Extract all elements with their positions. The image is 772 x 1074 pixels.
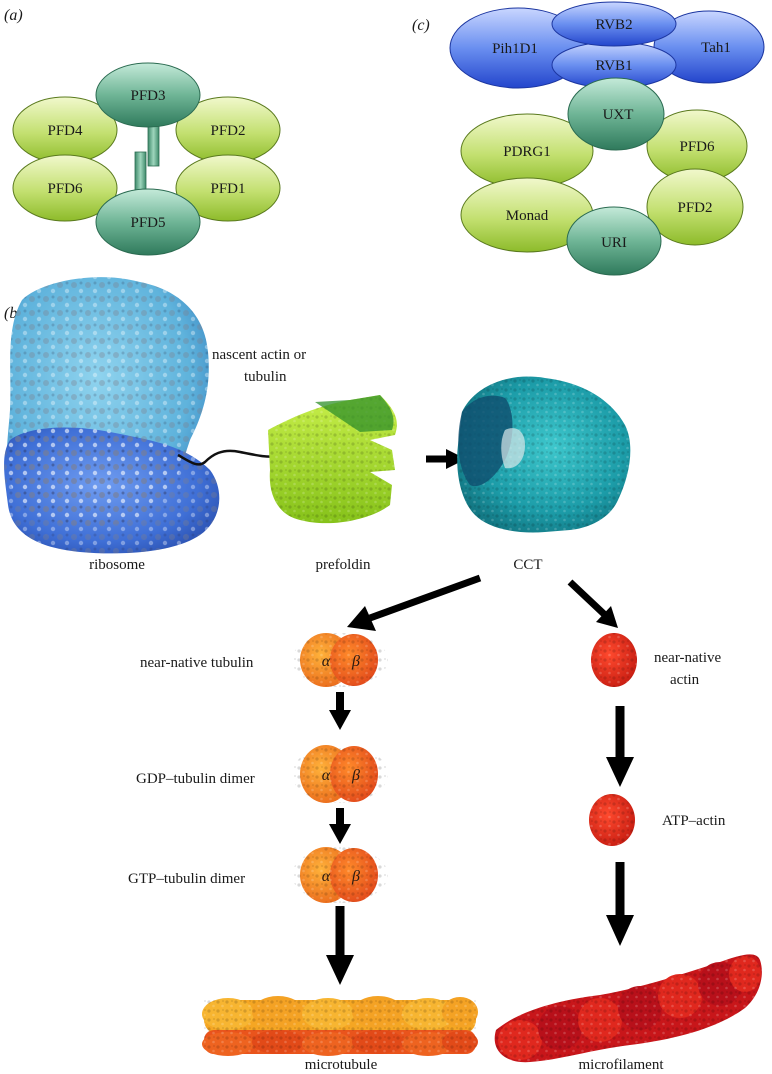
arrow-tubulin-2 — [329, 808, 351, 844]
actin-near-native — [591, 633, 637, 687]
pfd5-label: PFD5 — [130, 215, 165, 231]
rvb1-label: RVB1 — [595, 58, 632, 74]
prefoldin-label: prefoldin — [316, 557, 371, 573]
arrow-cct-to-tubulin — [347, 574, 482, 631]
tubulin-gtp-dimer: α β — [292, 847, 388, 903]
microfilament-label: microfilament — [579, 1057, 665, 1073]
gtp-tubulin-label: GTP–tubulin dimer — [128, 871, 245, 887]
microfilament-structure — [494, 954, 762, 1063]
atp-actin-label: ATP–actin — [662, 813, 726, 829]
pfd4-label: PFD4 — [47, 123, 83, 139]
near-native-tubulin-label: near-native tubulin — [140, 655, 254, 671]
arrow-actin-2 — [606, 862, 634, 946]
arrow-tubulin-3 — [326, 906, 354, 985]
pfd2-c-label: PFD2 — [677, 200, 712, 216]
beta-label-2: β — [351, 767, 360, 784]
actin-texture-1 — [591, 633, 637, 687]
gdp-tubulin-label: GDP–tubulin dimer — [136, 771, 255, 787]
alpha-label-2: α — [322, 767, 331, 784]
pfd6-c-label: PFD6 — [679, 139, 715, 155]
coiled-coil-rod-upper — [147, 123, 160, 167]
arrow-actin-1 — [606, 706, 634, 787]
tubulin-near-native: α β — [292, 633, 388, 687]
microtubule-label: microtubule — [305, 1057, 378, 1073]
cct-label: CCT — [513, 557, 542, 573]
pfd6-subunit — [12, 154, 118, 222]
uri-subunit — [566, 206, 662, 276]
pih1d1-label: Pih1D1 — [492, 41, 538, 57]
panel-a-label: (a) — [4, 7, 23, 24]
rvb2-label: RVB2 — [595, 17, 632, 33]
cct-dark-subunit — [458, 395, 513, 487]
tubulin-gdp-dimer: α β — [292, 745, 388, 803]
ribosome-structure — [4, 277, 220, 554]
near-native-actin-label-line1: near-native — [654, 650, 721, 666]
arrow-prefoldin-to-cct — [426, 449, 466, 469]
pfd1-subunit — [175, 154, 281, 222]
arrow-tubulin-1 — [329, 692, 351, 730]
coiled-coil-rod-lower — [134, 151, 147, 195]
tubulin-texture-2 — [292, 745, 388, 803]
uxt-subunit — [567, 77, 665, 151]
pfd3-label: PFD3 — [130, 88, 165, 104]
tubulin-texture-1 — [292, 633, 388, 687]
near-native-actin-label-line2: actin — [670, 672, 700, 688]
tah1-label: Tah1 — [701, 40, 731, 56]
microtubule-structure — [202, 996, 478, 1056]
prefoldin-dark-tentacle — [315, 395, 394, 432]
cct-cavity — [501, 428, 525, 469]
alpha-label-1: α — [322, 653, 331, 670]
monad-label: Monad — [506, 208, 549, 224]
ribosome-texture-bottom — [4, 427, 220, 554]
microtubule-texture — [204, 1000, 476, 1054]
pfd3-subunit — [95, 62, 201, 128]
pfd5-subunit — [95, 188, 201, 256]
actin-atp — [589, 794, 635, 846]
pfd2-c-subunit — [646, 168, 744, 246]
pdrg1-label: PDRG1 — [503, 144, 551, 160]
alpha-label-3: α — [322, 868, 331, 885]
cct-structure — [457, 376, 631, 533]
panel-c-label: (c) — [412, 17, 430, 34]
pfd2-label: PFD2 — [210, 123, 245, 139]
prefoldin-like-complex-diagram: Pih1D1 Tah1 RVB1 RVB2 PDRG1 PFD6 UXT Mon… — [449, 1, 765, 276]
prefoldin-complex-diagram: PFD4 PFD2 PFD6 PFD1 PFD3 PFD5 — [12, 62, 281, 256]
uri-label: URI — [601, 235, 627, 251]
nascent-polypeptide-chain — [177, 449, 279, 466]
actin-texture-2 — [589, 794, 635, 846]
arrow-cct-to-actin — [567, 579, 618, 628]
beta-label-3: β — [351, 868, 360, 885]
microfilament-texture — [494, 954, 762, 1063]
nascent-label-line1: nascent actin or — [212, 347, 306, 363]
rvb2-subunit — [551, 1, 677, 47]
pfd1-label: PFD1 — [210, 181, 245, 197]
pfd6-label: PFD6 — [47, 181, 83, 197]
beta-label-1: β — [351, 653, 360, 670]
prefoldin-structure — [268, 395, 397, 524]
ribosome-label: ribosome — [89, 557, 145, 573]
tubulin-texture-3 — [292, 847, 388, 903]
nascent-label-line2: tubulin — [244, 369, 287, 385]
uxt-label: UXT — [603, 107, 634, 123]
